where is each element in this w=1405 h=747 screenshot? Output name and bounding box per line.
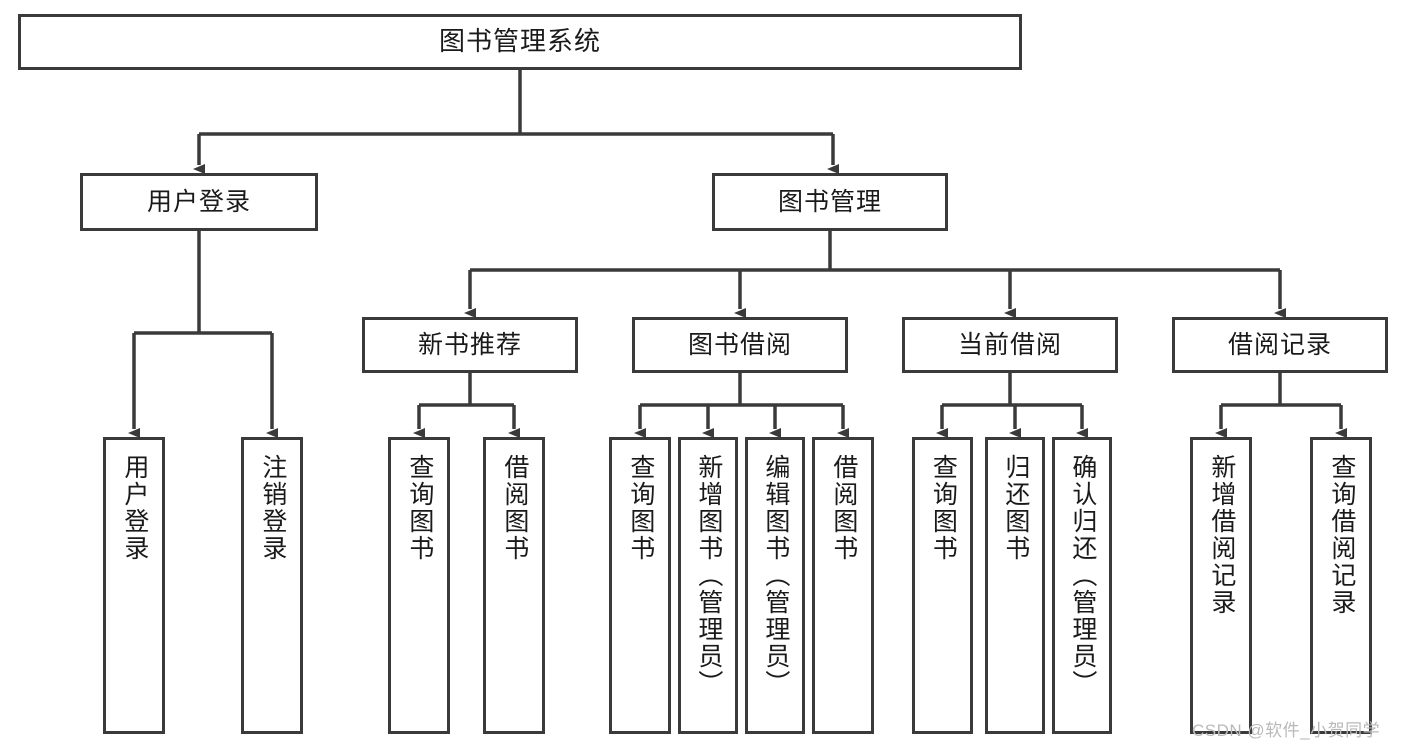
node-label: 归还图书: [1001, 454, 1030, 562]
leaf-edit-book-admin[interactable]: 编辑图书（管理员）: [745, 437, 805, 734]
node-label: 图书管理系统: [438, 26, 601, 57]
leaf-logout[interactable]: 注销登录: [241, 437, 303, 734]
leaf-query-book-recommend[interactable]: 查询图书: [388, 437, 450, 734]
leaf-confirm-return-admin[interactable]: 确认归还（管理员）: [1052, 437, 1112, 734]
leaf-query-book-current[interactable]: 查询图书: [912, 437, 973, 734]
node-label: 当前借阅: [957, 330, 1062, 359]
csdn-watermark: CSDN @软件_小贺同学: [1192, 721, 1381, 740]
node-label: 新增图书（管理员）: [694, 454, 723, 697]
node-label: 新书推荐: [417, 330, 522, 359]
node-user-login[interactable]: 用户登录: [80, 173, 318, 231]
node-borrow-record[interactable]: 借阅记录: [1172, 317, 1388, 373]
node-book-management[interactable]: 图书管理: [712, 173, 948, 231]
leaf-add-borrow-record[interactable]: 新增借阅记录: [1190, 437, 1252, 734]
node-label: 图书管理: [777, 187, 882, 216]
node-label: 图书借阅: [687, 330, 792, 359]
node-root-system[interactable]: 图书管理系统: [18, 14, 1022, 70]
node-label: 借阅图书: [829, 454, 858, 562]
node-label: 查询图书: [405, 454, 434, 562]
node-label: 查询借阅记录: [1327, 454, 1356, 616]
leaf-query-borrow-record[interactable]: 查询借阅记录: [1310, 437, 1372, 734]
leaf-query-book-borrow[interactable]: 查询图书: [609, 437, 671, 734]
leaf-borrow-book-recommend[interactable]: 借阅图书: [483, 437, 545, 734]
leaf-borrow-book[interactable]: 借阅图书: [812, 437, 874, 734]
leaf-add-book-admin[interactable]: 新增图书（管理员）: [678, 437, 738, 734]
node-label: 用户登录: [146, 187, 251, 216]
node-label: 借阅记录: [1227, 330, 1332, 359]
node-label: 查询图书: [626, 454, 655, 562]
node-new-book-recommend[interactable]: 新书推荐: [362, 317, 578, 373]
node-label: 查询图书: [929, 454, 958, 562]
node-book-borrow[interactable]: 图书借阅: [632, 317, 848, 373]
node-label: 注销登录: [258, 454, 287, 562]
node-label: 编辑图书（管理员）: [761, 454, 790, 697]
node-label: 借阅图书: [500, 454, 529, 562]
node-label: 新增借阅记录: [1207, 454, 1236, 616]
leaf-return-book[interactable]: 归还图书: [985, 437, 1045, 734]
node-current-borrow[interactable]: 当前借阅: [902, 317, 1118, 373]
node-label: 用户登录: [120, 454, 149, 562]
leaf-user-login[interactable]: 用户登录: [103, 437, 165, 734]
node-label: 确认归还（管理员）: [1068, 454, 1097, 697]
